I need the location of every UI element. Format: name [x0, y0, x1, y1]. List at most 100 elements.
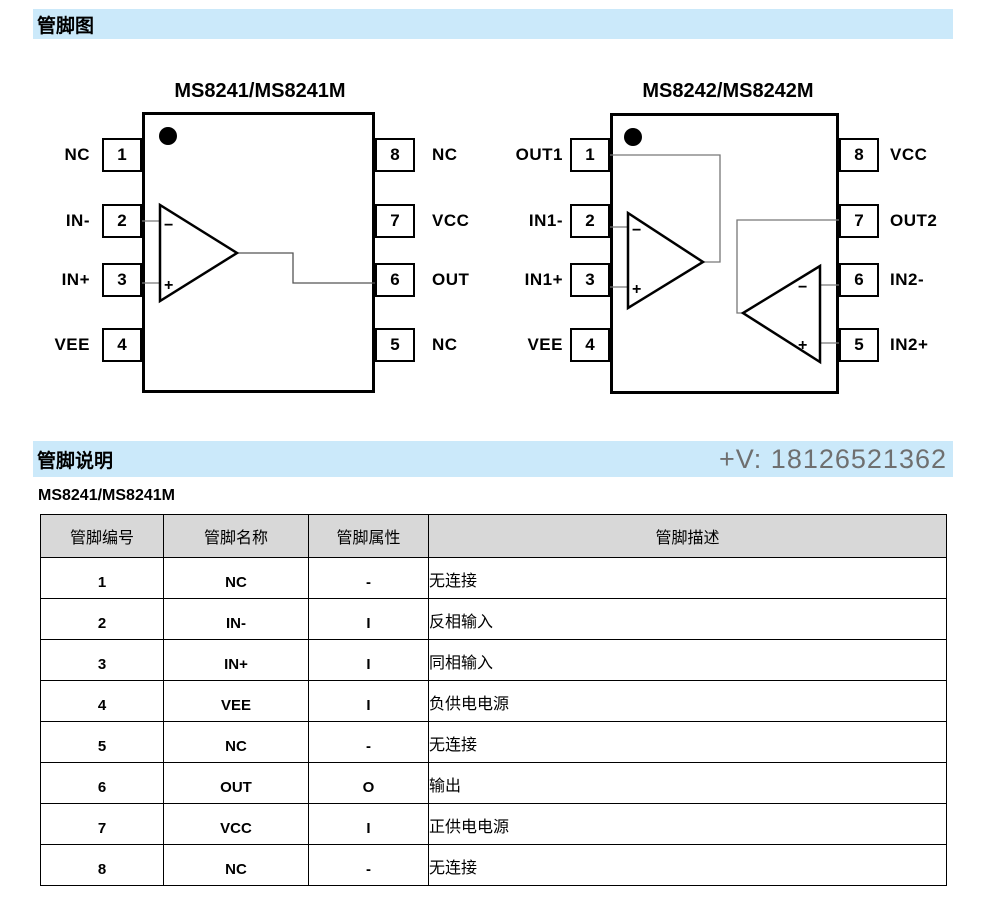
- ic2-title: MS8242/MS8242M: [642, 80, 814, 102]
- pin-number-cell: 1: [40, 557, 164, 599]
- header-pin-number: 管脚编号: [40, 514, 164, 558]
- ic1-pin-4-label: VEE: [54, 335, 90, 354]
- ic2-pin-7-number: 7: [854, 211, 864, 230]
- pin-attribute-cell: -: [308, 557, 429, 599]
- pin-number-cell: 2: [40, 598, 164, 640]
- pin-description-cell: 无连接: [428, 721, 947, 763]
- ic2-pin-7-label: OUT2: [890, 211, 938, 230]
- ic1-pin-5-box: 5: [375, 328, 415, 362]
- pin-attribute-cell: I: [308, 803, 429, 845]
- ic2-package-body: [610, 113, 839, 394]
- ic1-pin-2-number: 2: [117, 211, 127, 230]
- ic1-pin-6-number: 6: [390, 270, 400, 289]
- ic2-pin-2-box: 2: [570, 204, 610, 238]
- ic1-pin-5-label: NC: [432, 335, 458, 354]
- pin-attribute-cell: -: [308, 844, 429, 886]
- pin-diagram-section-band: 管脚图: [33, 9, 953, 39]
- ic1-pin-1-box: 1: [102, 138, 142, 172]
- ic2-pin-5-label: IN2+: [890, 335, 929, 354]
- ic2-pin-4-number: 4: [585, 335, 595, 354]
- pin-number-cell: 5: [40, 721, 164, 763]
- pin-name-cell: NC: [163, 557, 309, 599]
- pin-description-cell: 负供电电源: [428, 680, 947, 722]
- table-subtitle: MS8241/MS8241M: [38, 487, 175, 504]
- pin-description-cell: 正供电电源: [428, 803, 947, 845]
- pin-name-cell: VEE: [163, 680, 309, 722]
- ic2-pin-5-box: 5: [839, 328, 879, 362]
- table-row: 1 NC - 无连接: [40, 557, 947, 599]
- ic2-pin-6-number: 6: [854, 270, 864, 289]
- watermark-contact-text: +V: 18126521362: [719, 443, 947, 474]
- ic2-pin-8-number: 8: [854, 145, 864, 164]
- pin-name-cell: NC: [163, 844, 309, 886]
- ic1-pin-3-box: 3: [102, 263, 142, 297]
- ic2-pin-5-number: 5: [854, 335, 864, 354]
- table-header-row: 管脚编号 管脚名称 管脚属性 管脚描述: [40, 514, 947, 558]
- ic1-pin-1-label: NC: [64, 145, 90, 164]
- header-pin-attribute: 管脚属性: [308, 514, 429, 558]
- table-row: 4 VEE I 负供电电源: [40, 680, 947, 722]
- table-row: 3 IN+ I 同相输入: [40, 639, 947, 681]
- ic1-title: MS8241/MS8241M: [174, 80, 346, 102]
- ic2-pin-1-box: 1: [570, 138, 610, 172]
- pin-description-cell: 无连接: [428, 557, 947, 599]
- ic2-pin-3-box: 3: [570, 263, 610, 297]
- pin-number-cell: 3: [40, 639, 164, 681]
- ic2-pin-1-number: 1: [585, 145, 595, 164]
- ic1-pin-8-number: 8: [390, 145, 400, 164]
- ic2-pin-7-box: 7: [839, 204, 879, 238]
- ic1-pin-7-number: 7: [390, 211, 400, 230]
- header-pin-description: 管脚描述: [428, 514, 947, 558]
- ic2-pin-3-number: 3: [585, 270, 595, 289]
- ic2-pin-3-label: IN1+: [524, 270, 563, 289]
- pin-description-section-band: 管脚说明 +V: 18126521362: [33, 441, 953, 477]
- pin-attribute-cell: O: [308, 762, 429, 804]
- ic2-pin-1-label: OUT1: [515, 145, 563, 164]
- pin-description-table: 管脚编号 管脚名称 管脚属性 管脚描述 1 NC - 无连接 2 IN- I 反…: [40, 514, 947, 886]
- ic1-pin-8-box: 8: [375, 138, 415, 172]
- table-row: 5 NC - 无连接: [40, 721, 947, 763]
- pin-description-cell: 同相输入: [428, 639, 947, 681]
- pin-name-cell: IN-: [163, 598, 309, 640]
- ic2-pin-2-number: 2: [585, 211, 595, 230]
- pin-number-cell: 6: [40, 762, 164, 804]
- pin-number-cell: 8: [40, 844, 164, 886]
- ic1-pin-6-label: OUT: [432, 270, 470, 289]
- pin-name-cell: OUT: [163, 762, 309, 804]
- pin-description-cell: 输出: [428, 762, 947, 804]
- pin-description-cell: 无连接: [428, 844, 947, 886]
- table-row: 2 IN- I 反相输入: [40, 598, 947, 640]
- ic2-pin-8-box: 8: [839, 138, 879, 172]
- pin-number-cell: 7: [40, 803, 164, 845]
- ic2-pin-6-box: 6: [839, 263, 879, 297]
- table-row: 8 NC - 无连接: [40, 844, 947, 886]
- ic1-pin-4-box: 4: [102, 328, 142, 362]
- ic1-pin-3-label: IN+: [61, 270, 90, 289]
- pin-name-cell: NC: [163, 721, 309, 763]
- ic2-pin-6-label: IN2-: [890, 270, 925, 289]
- ic1-pin-3-number: 3: [117, 270, 127, 289]
- pin-diagram-section-title: 管脚图: [37, 15, 95, 37]
- ic2-pin-2-label: IN1-: [528, 211, 563, 230]
- ic1-pin-2-label: IN-: [65, 211, 90, 230]
- ic1-pin-6-box: 6: [375, 263, 415, 297]
- ic1-pin-5-number: 5: [390, 335, 400, 354]
- ic1-package-body: [142, 112, 375, 393]
- pin-attribute-cell: I: [308, 639, 429, 681]
- pin-number-cell: 4: [40, 680, 164, 722]
- pin-attribute-cell: I: [308, 598, 429, 640]
- pin-name-cell: IN+: [163, 639, 309, 681]
- table-row: 7 VCC I 正供电电源: [40, 803, 947, 845]
- ic2-pin-8-label: VCC: [890, 145, 928, 164]
- ic1-pin-8-label: NC: [432, 145, 458, 164]
- pin-name-cell: VCC: [163, 803, 309, 845]
- ic1-pin-7-label: VCC: [432, 211, 470, 230]
- ic1-pin-2-box: 2: [102, 204, 142, 238]
- pin-description-cell: 反相输入: [428, 598, 947, 640]
- ic1-pin-1-number: 1: [117, 145, 127, 164]
- ic2-pin-4-box: 4: [570, 328, 610, 362]
- header-pin-name: 管脚名称: [163, 514, 309, 558]
- ic1-pin-4-number: 4: [117, 335, 127, 354]
- pin-description-section-title: 管脚说明: [37, 450, 114, 472]
